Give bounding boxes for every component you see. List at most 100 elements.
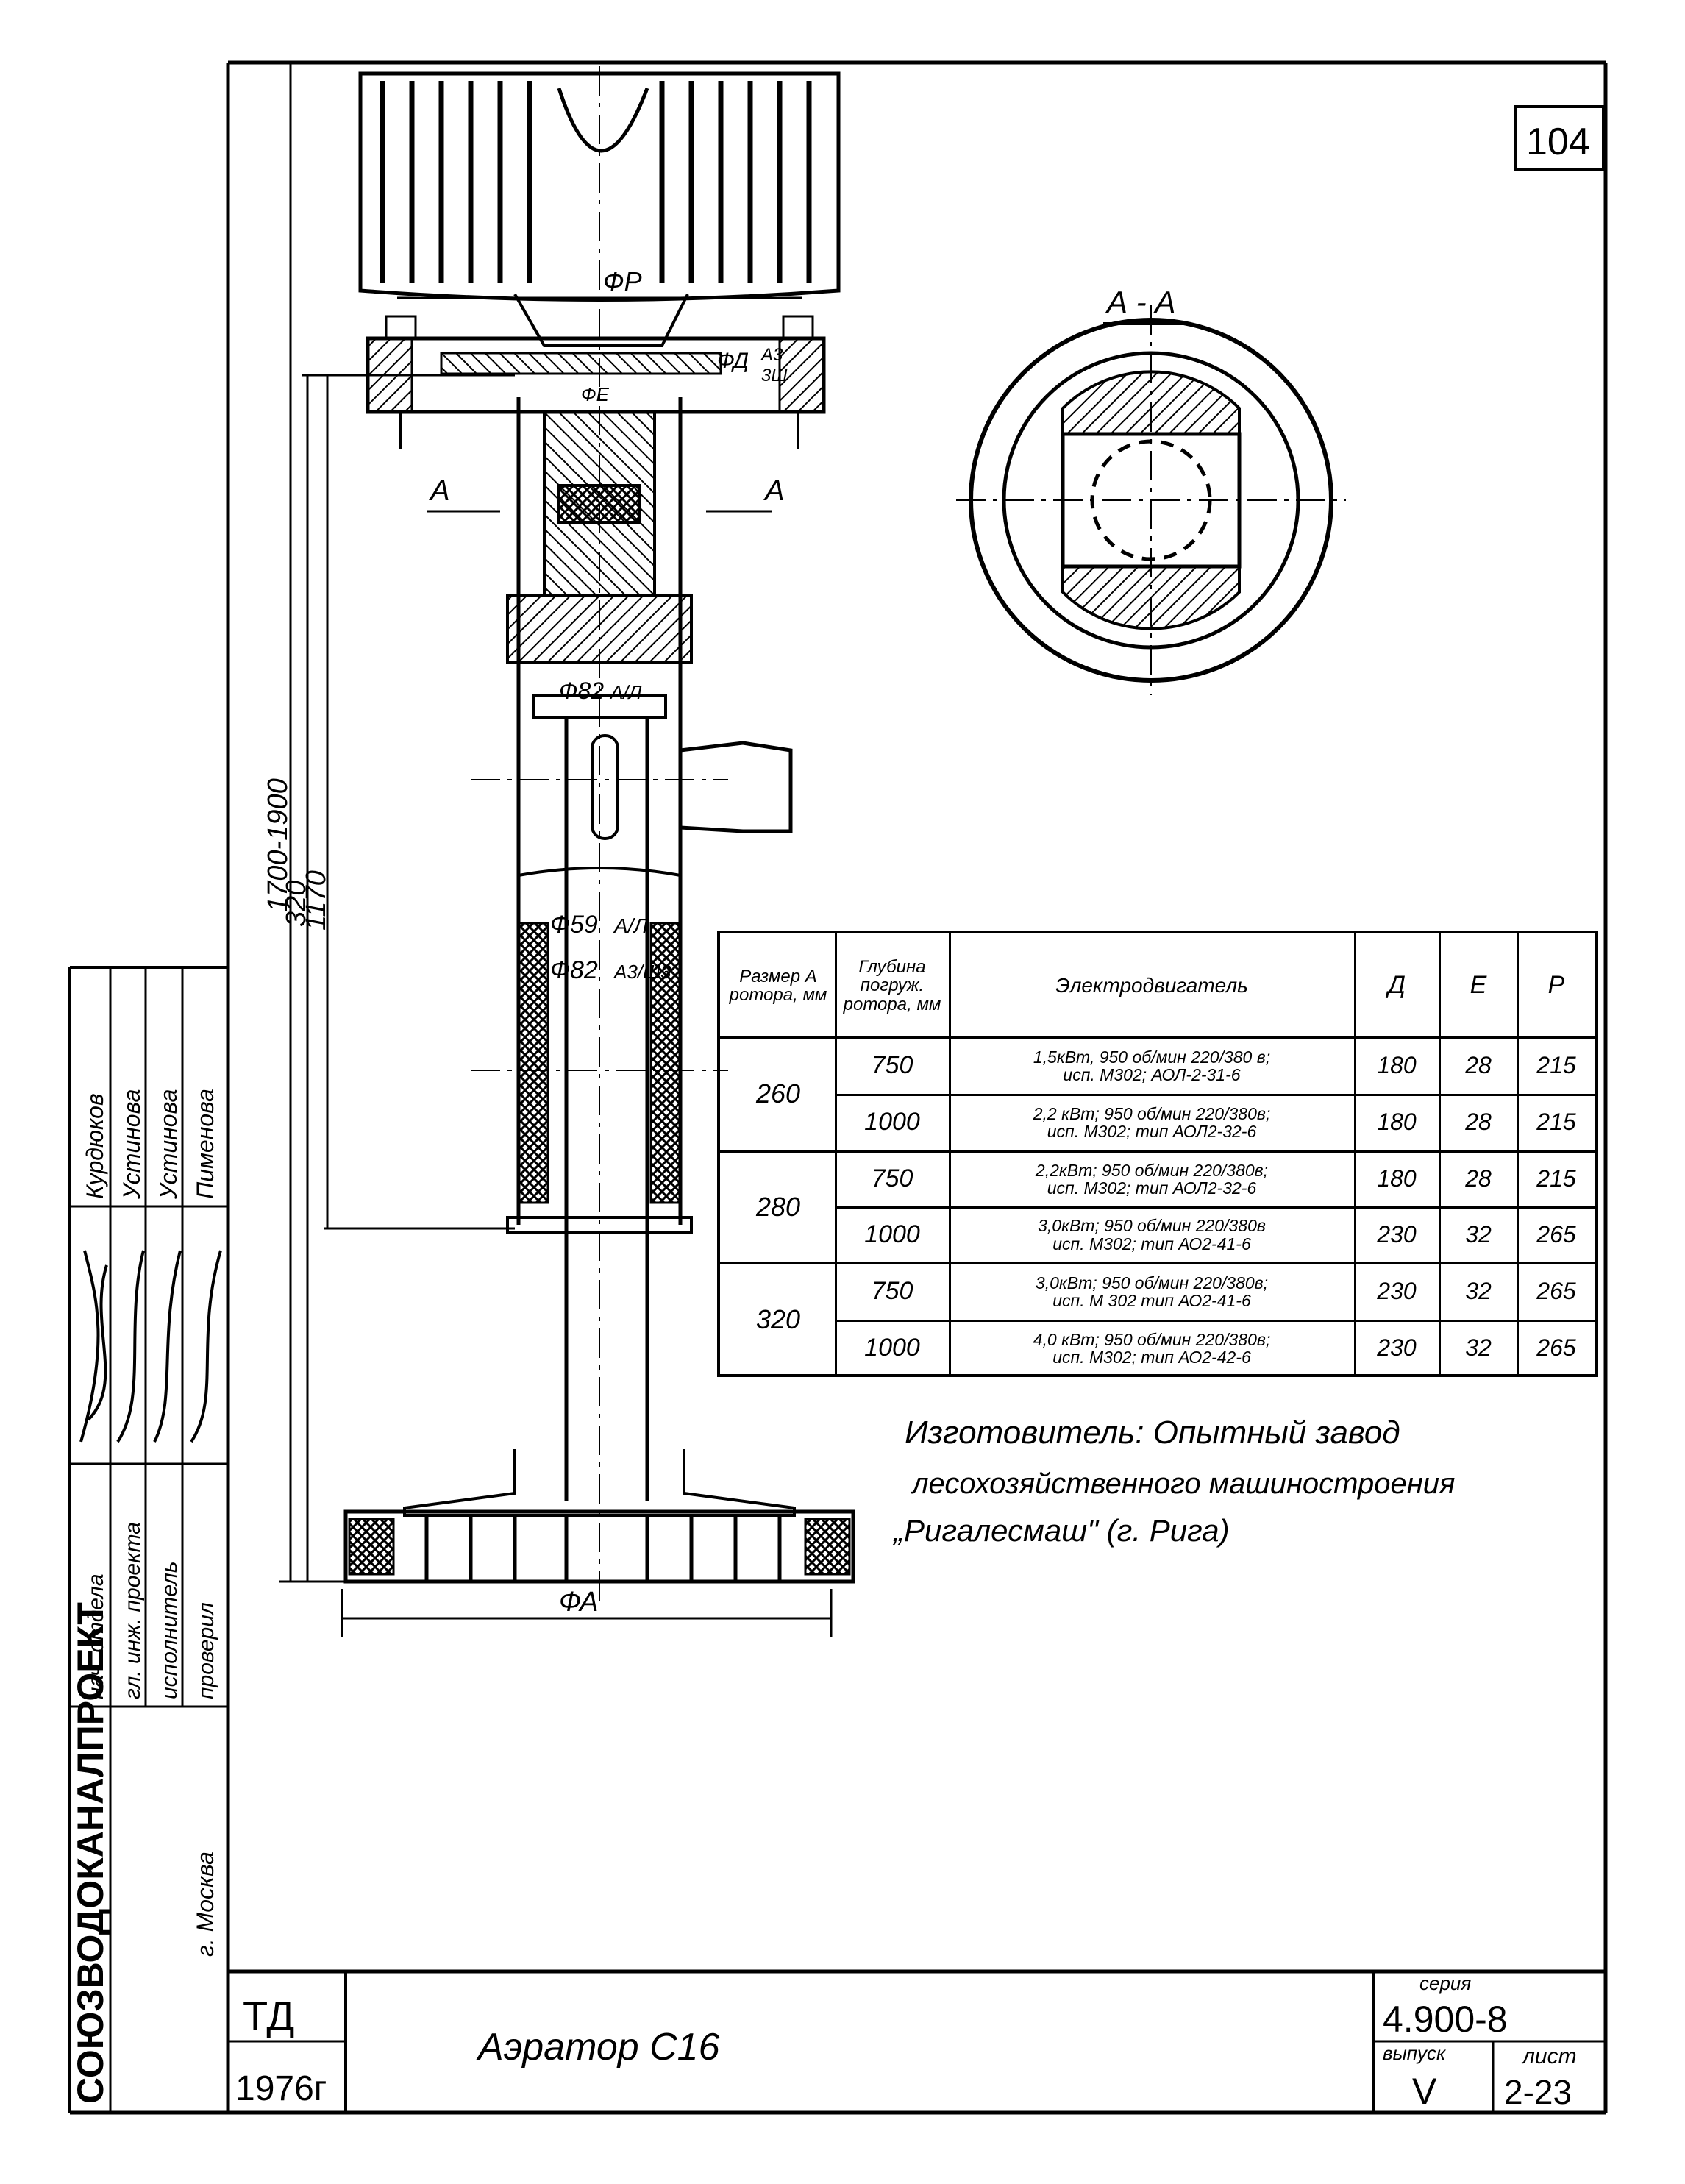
p-cell: 265: [1536, 1278, 1576, 1305]
series-label: серия: [1419, 1972, 1471, 1994]
p-cell: 265: [1536, 1334, 1576, 1362]
dim-1170-label: 1170: [301, 870, 332, 931]
dim-phi-59-fit-label: А/Л: [613, 914, 648, 937]
p-cell: 215: [1536, 1165, 1576, 1192]
dim-phi-e-label: ФЕ: [581, 383, 610, 405]
p-cell: 265: [1536, 1220, 1576, 1248]
issue-label: выпуск: [1383, 2042, 1447, 2064]
e-cell: 32: [1465, 1220, 1492, 1248]
section-title: А - А: [1105, 285, 1175, 319]
manufacturer-line-1: Изготовитель: Опытный завод: [905, 1415, 1400, 1451]
dim-phi-a-label: ФА: [559, 1587, 598, 1618]
dim-phi-59-label: Ф59: [550, 911, 598, 939]
motor-line-2: исп. М302; тип АО2-42-6: [1052, 1348, 1251, 1367]
p-cell: 215: [1536, 1109, 1576, 1136]
motor-cell: 2,2кВт; 950 об/мин 220/380в; исп. М302; …: [952, 1153, 1352, 1206]
stamp-name-2: Устинова: [118, 1089, 145, 1200]
depth-cell: 1000: [864, 1220, 920, 1248]
depth-cell: 750: [871, 1164, 913, 1193]
section-a-a: [956, 305, 1346, 695]
stamp-name-1: Курдюков: [82, 1093, 108, 1199]
dimension-labels: 1700-1900 320 1170 ФА ФР ФД А3 3Ш ФЕ Ф82…: [263, 266, 1175, 1618]
header-e: Е: [1470, 971, 1487, 1000]
series-value: 4.900-8: [1383, 1999, 1508, 2040]
d-cell: 180: [1377, 1109, 1417, 1136]
dim-phi-82-low-fit-label: А3/Ш3: [613, 961, 671, 983]
size-320: 320: [755, 1304, 801, 1335]
motor-line-2: исп. М302; тип АОЛ2-32-6: [1047, 1122, 1257, 1141]
header-d: Д: [1388, 971, 1406, 1000]
motor-spec-table: Размер А ротора, мм Глубина погруж. рото…: [717, 931, 1598, 1377]
dim-320-label: 320: [281, 881, 312, 927]
dim-phi-d-fit-label: А3: [760, 345, 783, 365]
dim-phi-d-fit2-label: 3Ш: [761, 366, 788, 385]
d-cell: 180: [1377, 1165, 1417, 1192]
column: [506, 397, 793, 1501]
section-marker-left: А: [429, 474, 450, 507]
organization-city: г. Москва: [192, 1852, 218, 1957]
frame: [68, 60, 1608, 2115]
d-cell: 230: [1377, 1334, 1417, 1362]
dim-phi-p-label: ФР: [603, 266, 642, 296]
dimension-lines: [279, 63, 833, 1637]
title-block: 104 ТД 1976г Аэратор С16 серия 4.900-8 в…: [235, 121, 1590, 2112]
motor-cell: 3,0кВт; 950 об/мин 220/380в исп. М302; т…: [952, 1209, 1352, 1261]
issue-value: V: [1412, 2071, 1437, 2112]
header-motor: Электродвигатель: [1055, 974, 1248, 997]
drawing-title: Аэратор С16: [476, 2026, 720, 2069]
header-depth: Глубина погруж. ротора, мм: [843, 957, 941, 1014]
e-cell: 28: [1465, 1165, 1492, 1192]
header-rotor-size: Размер А ротора, мм: [729, 966, 827, 1005]
depth-cell: 750: [871, 1051, 913, 1080]
header-p: Р: [1547, 971, 1565, 1000]
manufacturer-note: Изготовитель: Опытный завод лесохозяйств…: [892, 1415, 1455, 1548]
e-cell: 28: [1465, 1052, 1492, 1079]
stamp-role-1: нач. отдела: [84, 1573, 108, 1699]
stamp-role-3: исполнитель: [157, 1561, 182, 1699]
stamp: нач. отдела гл. инж. проекта исполнитель…: [70, 1089, 222, 2104]
motor-line-1: 1,5кВт, 950 об/мин 220/380 в;: [1033, 1047, 1271, 1067]
organization-name: СОЮЗВОДОКАНАЛПРОЕКТ: [70, 1602, 111, 2104]
sheet-value: 2-23: [1504, 2073, 1572, 2111]
size-260: 260: [755, 1078, 801, 1109]
depth-cell: 1000: [864, 1108, 920, 1137]
e-cell: 32: [1465, 1278, 1492, 1305]
stamp-role-2: гл. инж. проекта: [121, 1522, 145, 1699]
d-cell: 180: [1377, 1052, 1417, 1079]
signatures: [79, 1250, 222, 1443]
d-cell: 230: [1377, 1278, 1417, 1305]
dim-phi-82-top-label: Ф82: [559, 677, 604, 704]
motor-line-2: исп. М302; тип АО2-41-6: [1052, 1234, 1251, 1253]
motor-line-1: 2,2 кВт; 950 об/мин 220/380в;: [1033, 1103, 1271, 1123]
stamp-name-4: Пименова: [192, 1089, 218, 1199]
org-code: ТД: [243, 1993, 294, 2039]
motor-line-2: исп. М 302 тип АО2-41-6: [1052, 1291, 1251, 1310]
e-cell: 32: [1465, 1334, 1492, 1362]
depth-cell: 1000: [864, 1334, 920, 1362]
motor-line-2: исп. М302; АОЛ-2-31-6: [1063, 1065, 1241, 1084]
motor-line-1: 4,0 кВт; 950 об/мин 220/380в;: [1033, 1329, 1271, 1349]
motor-line-1: 3,0кВт; 950 об/мин 220/380в: [1038, 1216, 1266, 1236]
year: 1976г: [235, 2069, 327, 2108]
motor-cell: 3,0кВт; 950 об/мин 220/380в; исп. М 302 …: [952, 1264, 1352, 1319]
size-280: 280: [755, 1191, 801, 1222]
e-cell: 28: [1465, 1109, 1492, 1136]
motor-cell: 2,2 кВт; 950 об/мин 220/380в; исп. М302;…: [952, 1096, 1352, 1149]
stamp-name-3: Устинова: [155, 1089, 182, 1200]
dim-overall-label: 1700-1900: [263, 778, 293, 912]
sheet-label: лист: [1521, 2044, 1577, 2069]
electric-motor: [358, 71, 841, 347]
motor-cell: 4,0 кВт; 950 об/мин 220/380в; исп. М302;…: [952, 1322, 1352, 1375]
manufacturer-line-2: лесохозяйственного машиностроения: [911, 1468, 1455, 1500]
d-cell: 230: [1377, 1220, 1417, 1248]
sheet-number: 104: [1526, 121, 1590, 163]
motor-line-1: 2,2кВт; 950 об/мин 220/380в;: [1035, 1160, 1269, 1180]
p-cell: 215: [1536, 1052, 1576, 1079]
dim-phi-82-top-fit-label: А/Л: [609, 681, 642, 703]
stamp-role-4: проверил: [194, 1602, 218, 1699]
motor-line-1: 3,0кВт; 950 об/мин 220/380в;: [1035, 1273, 1269, 1292]
dim-phi-82-low-label: Ф82: [550, 956, 598, 984]
manufacturer-line-3: „Ригалесмаш" (г. Рига): [892, 1513, 1230, 1548]
